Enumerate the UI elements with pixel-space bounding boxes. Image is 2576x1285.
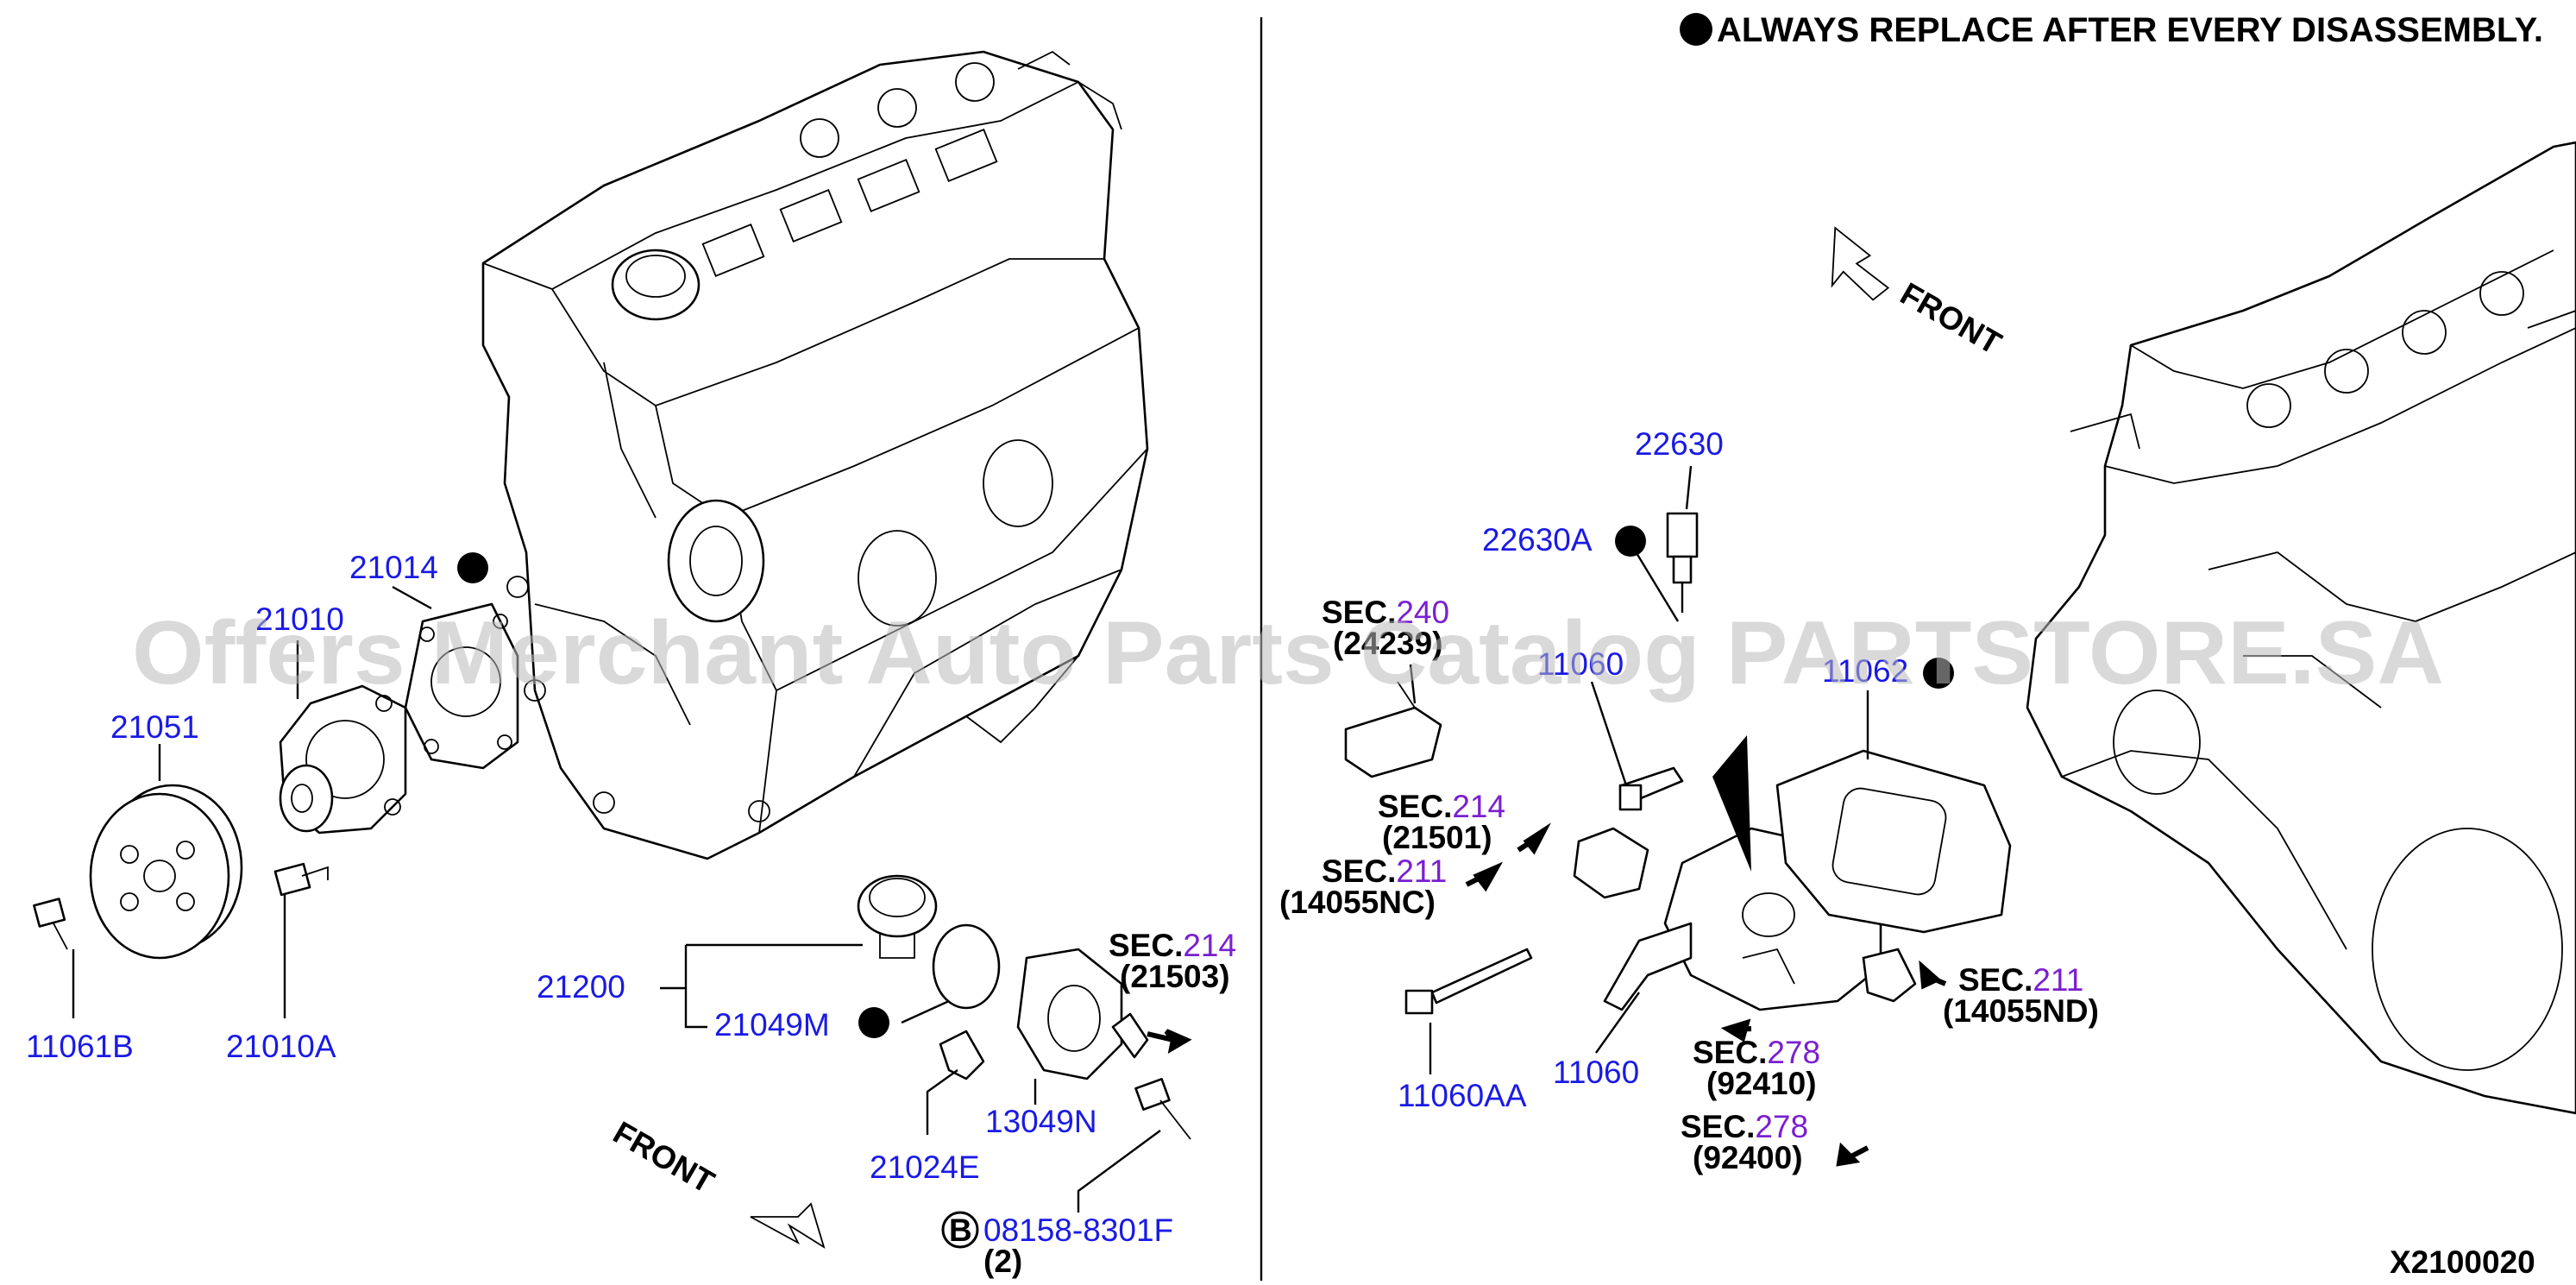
sec-211a-part: (14055NC) <box>1279 885 1436 920</box>
watermark-text: Offers Merchant Auto Parts Catalog PARTS… <box>132 603 2444 703</box>
replace-notice: ALWAYS REPLACE AFTER EVERY DISASSEMBLY. <box>1717 11 2543 49</box>
front-label-right: FRONT <box>1894 275 2007 361</box>
part-21024e[interactable]: 21024E <box>870 1150 980 1185</box>
pulley-21051 <box>89 784 243 960</box>
replace-legend-dot <box>1680 13 1712 46</box>
sec-214-ref-b[interactable]: SEC.214 (21503) <box>1109 928 1236 994</box>
svg-text:SEC.214: SEC.214 <box>1109 928 1236 963</box>
front-arrow-right <box>1831 226 1890 301</box>
svg-text:SEC.278: SEC.278 <box>1693 1035 1820 1070</box>
clip-21024e <box>939 1030 985 1080</box>
water-inlet-13049n <box>1016 948 1149 1080</box>
gasket-21049m <box>932 923 1001 1010</box>
part-21200[interactable]: 21200 <box>537 969 625 1005</box>
sec-240-ref[interactable]: SEC.240 (24239) <box>1322 595 1449 661</box>
left-engine-illustration <box>481 50 1149 860</box>
part-13049n[interactable]: 13049N <box>985 1104 1097 1139</box>
part-22630[interactable]: 22630 <box>1635 426 1724 462</box>
sec-prefix: SEC. <box>1109 928 1183 963</box>
sec-214a-part: (21501) <box>1382 820 1492 855</box>
sec-278b-part: (92400) <box>1693 1140 1803 1175</box>
diagram-code: X2100020 <box>2390 1244 2535 1280</box>
svg-text:SEC.211: SEC.211 <box>1958 962 2083 998</box>
part-08158-8301f[interactable]: 08158-8301F <box>983 1213 1173 1248</box>
part-21049m[interactable]: 21049M <box>714 1007 830 1042</box>
right-engine-illustration <box>2026 141 2576 1115</box>
svg-text:SEC.240: SEC.240 <box>1322 595 1449 630</box>
bolt-21010a <box>273 862 329 897</box>
svg-text:SEC.278: SEC.278 <box>1681 1109 1808 1144</box>
bolt-badge-b <box>941 1211 979 1249</box>
bolt-11060aa <box>1404 948 1533 1015</box>
bracket-24239 <box>1344 681 1442 778</box>
part-08158-group[interactable]: B 08158-8301F (2) <box>941 1211 1173 1279</box>
svg-text:SEC.211: SEC.211 <box>1322 854 1447 889</box>
part-21051[interactable]: 21051 <box>110 709 199 745</box>
temperature-sensor-22630 <box>1666 512 1699 613</box>
sec-prefix: SEC. <box>1378 789 1452 824</box>
sec-278a-number: 278 <box>1767 1035 1820 1070</box>
bolt-11061b <box>33 898 68 950</box>
sec-278-ref-a[interactable]: SEC.278 (92410) <box>1693 1035 1820 1101</box>
part-08158-qty: (2) <box>983 1244 1022 1279</box>
part-21010a[interactable]: 21010A <box>226 1029 336 1064</box>
sec-214b-part: (21503) <box>1120 959 1230 994</box>
sec-prefix: SEC. <box>1693 1035 1767 1070</box>
water-pump-21010 <box>279 684 407 835</box>
reference-pointer <box>1712 735 1751 872</box>
sec-211-ref-a[interactable]: SEC.211 (14055NC) <box>1279 854 1447 920</box>
part-22630a[interactable]: 22630A <box>1482 522 1593 557</box>
part-21010[interactable]: 21010 <box>255 602 344 637</box>
front-label-left: FRONT <box>607 1114 720 1200</box>
leader-lines <box>72 465 1869 1213</box>
part-11060aa[interactable]: 11060AA <box>1398 1078 1527 1113</box>
sec-214a-number: 214 <box>1452 789 1505 824</box>
part-11061b[interactable]: 11061B <box>26 1029 134 1064</box>
sec-211-ref-b[interactable]: SEC.211 (14055ND) <box>1943 962 2099 1029</box>
svg-text:SEC.214: SEC.214 <box>1378 789 1505 824</box>
sec-211b-number: 211 <box>2033 962 2083 998</box>
thermostat-21200 <box>857 874 938 959</box>
sec-prefix: SEC. <box>1681 1109 1755 1144</box>
sec-prefix: SEC. <box>1322 854 1396 889</box>
sec-214-ref-a[interactable]: SEC.214 (21501) <box>1378 789 1505 855</box>
sec-240-number: 240 <box>1396 595 1449 630</box>
sec-prefix: SEC. <box>1958 962 2033 998</box>
sec-211b-part: (14055ND) <box>1943 993 2099 1029</box>
replace-marker-dots <box>457 526 1954 1038</box>
gasket-21014 <box>404 602 519 770</box>
gasket-11062 <box>1775 749 2012 934</box>
bolt-11060-upper <box>1618 766 1684 811</box>
sec-240-part: (24239) <box>1333 626 1443 661</box>
section-arrows <box>1147 822 1947 1167</box>
sec-prefix: SEC. <box>1322 595 1396 630</box>
sec-278b-number: 278 <box>1755 1109 1808 1144</box>
sec-214b-number: 214 <box>1183 928 1236 963</box>
bolt-badge-letter: B <box>949 1213 972 1248</box>
part-11060-upper[interactable]: 11060 <box>1537 646 1624 682</box>
sec-278a-part: (92410) <box>1706 1066 1817 1101</box>
part-21014[interactable]: 21014 <box>349 550 438 585</box>
front-arrow-left <box>750 1202 826 1250</box>
part-11060[interactable]: 11060 <box>1553 1055 1639 1090</box>
bolt-08158 <box>1134 1078 1191 1140</box>
sec-211a-number: 211 <box>1396 854 1447 889</box>
part-11062[interactable]: 11062 <box>1822 653 1908 689</box>
sec-278-ref-b[interactable]: SEC.278 (92400) <box>1681 1109 1808 1175</box>
